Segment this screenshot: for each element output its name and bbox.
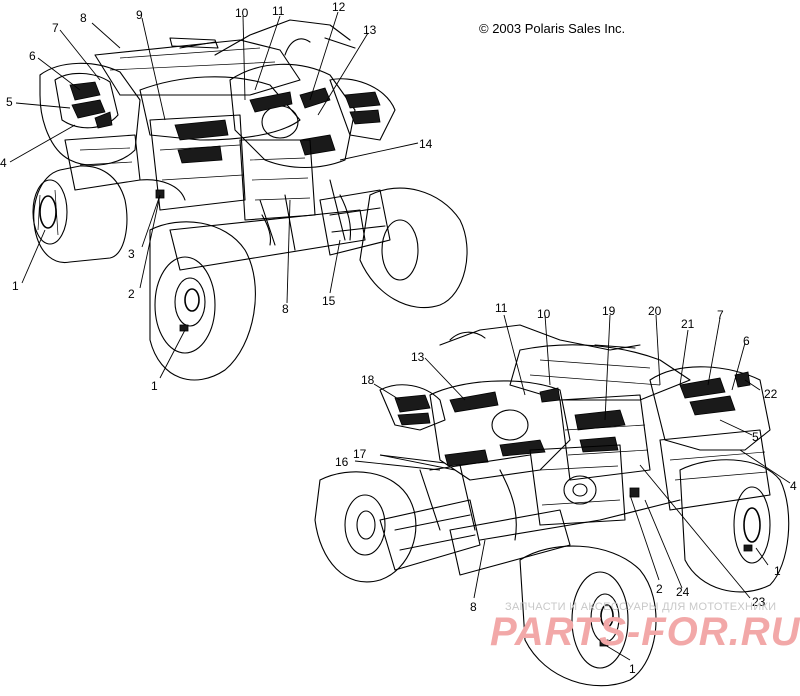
callout-top-14: 14 bbox=[419, 137, 433, 151]
callout-top-5: 5 bbox=[6, 95, 13, 109]
callout-bottom-8: 8 bbox=[470, 600, 477, 614]
callout-top-15: 15 bbox=[322, 294, 336, 308]
callouts-top: 1 1 2 3 4 5 6 7 8 8 9 10 11 12 13 14 15 bbox=[0, 0, 433, 393]
callout-top-10: 10 bbox=[235, 6, 249, 20]
atv-bottom-illustration bbox=[314, 324, 790, 687]
callout-bottom-17: 17 bbox=[353, 447, 367, 461]
callout-top-7: 7 bbox=[52, 21, 59, 35]
callout-top-1b: 1 bbox=[151, 379, 158, 393]
callout-top-2: 2 bbox=[128, 287, 135, 301]
callout-bottom-24: 24 bbox=[676, 585, 690, 599]
callout-bottom-1a: 1 bbox=[774, 564, 781, 578]
callout-bottom-16: 16 bbox=[335, 455, 349, 469]
callout-top-6: 6 bbox=[29, 49, 36, 63]
callouts-bottom: 1 1 2 4 5 6 7 8 10 11 13 16 17 18 19 20 … bbox=[335, 301, 797, 676]
callout-bottom-22: 22 bbox=[764, 387, 778, 401]
callout-bottom-6: 6 bbox=[743, 334, 750, 348]
callout-bottom-11: 11 bbox=[495, 301, 508, 315]
callout-bottom-7: 7 bbox=[717, 308, 724, 322]
callout-bottom-23: 23 bbox=[752, 595, 766, 609]
callout-top-1a: 1 bbox=[12, 279, 19, 293]
callout-bottom-18: 18 bbox=[361, 373, 375, 387]
callout-top-12: 12 bbox=[332, 0, 346, 14]
callout-top-4: 4 bbox=[0, 156, 7, 170]
callout-top-11: 11 bbox=[272, 4, 285, 18]
callout-bottom-10: 10 bbox=[537, 307, 551, 321]
watermark-logo-text: PARTS-FOR.RU bbox=[490, 610, 800, 654]
copyright-notice: © 2003 Polaris Sales Inc. bbox=[479, 21, 625, 36]
callout-bottom-19: 19 bbox=[602, 304, 616, 318]
watermark: ЗАПЧАСТИ И АКСЕССУАРЫ ДЛЯ МОТОТЕХНИКИ PA… bbox=[490, 601, 800, 654]
leader-lines-top bbox=[9, 11, 419, 379]
callout-bottom-1b: 1 bbox=[629, 662, 636, 676]
callout-top-8a: 8 bbox=[80, 11, 87, 25]
callout-top-13: 13 bbox=[363, 23, 377, 37]
watermark-tagline: ЗАПЧАСТИ И АКСЕССУАРЫ ДЛЯ МОТОТЕХНИКИ bbox=[505, 601, 776, 613]
callout-bottom-2: 2 bbox=[656, 582, 663, 596]
callout-bottom-20: 20 bbox=[648, 304, 662, 318]
atv-top-illustration bbox=[32, 19, 468, 381]
callout-top-3: 3 bbox=[128, 247, 135, 261]
callout-bottom-5: 5 bbox=[752, 430, 759, 444]
callout-bottom-13: 13 bbox=[411, 350, 425, 364]
leader-lines-bottom bbox=[354, 314, 791, 661]
callout-top-8b: 8 bbox=[282, 302, 289, 316]
callout-bottom-21: 21 bbox=[681, 317, 695, 331]
callout-top-9: 9 bbox=[136, 8, 143, 22]
callout-bottom-4: 4 bbox=[790, 479, 797, 493]
